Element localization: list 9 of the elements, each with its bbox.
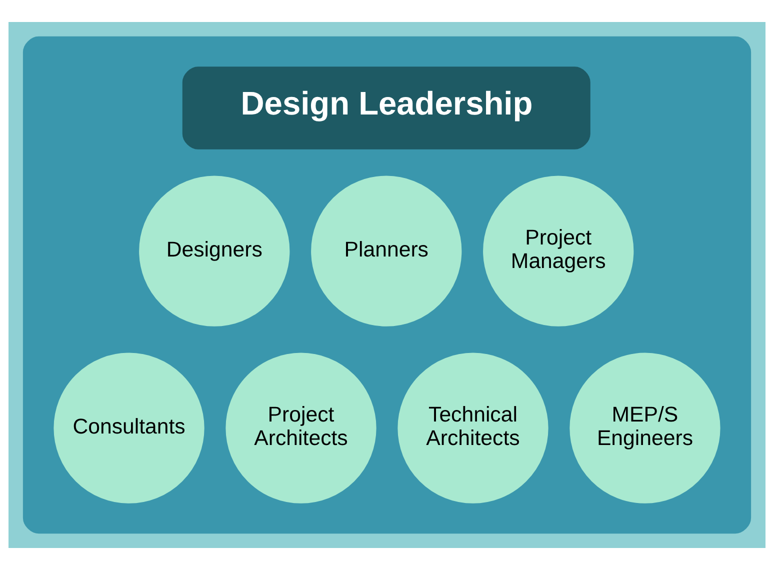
node-circle: Project Managers bbox=[483, 175, 634, 326]
node-circle: Technical Architects bbox=[398, 352, 548, 503]
cluster bbox=[22, 36, 752, 534]
node-circle: MEP/S Engineers bbox=[570, 352, 720, 503]
node-circle: Consultants bbox=[54, 352, 204, 503]
node-circle: Designers bbox=[139, 175, 290, 326]
node-circle: Planners bbox=[311, 175, 462, 326]
node-box: Design Leadership bbox=[182, 66, 590, 149]
node-circle: Project Architects bbox=[226, 352, 376, 503]
